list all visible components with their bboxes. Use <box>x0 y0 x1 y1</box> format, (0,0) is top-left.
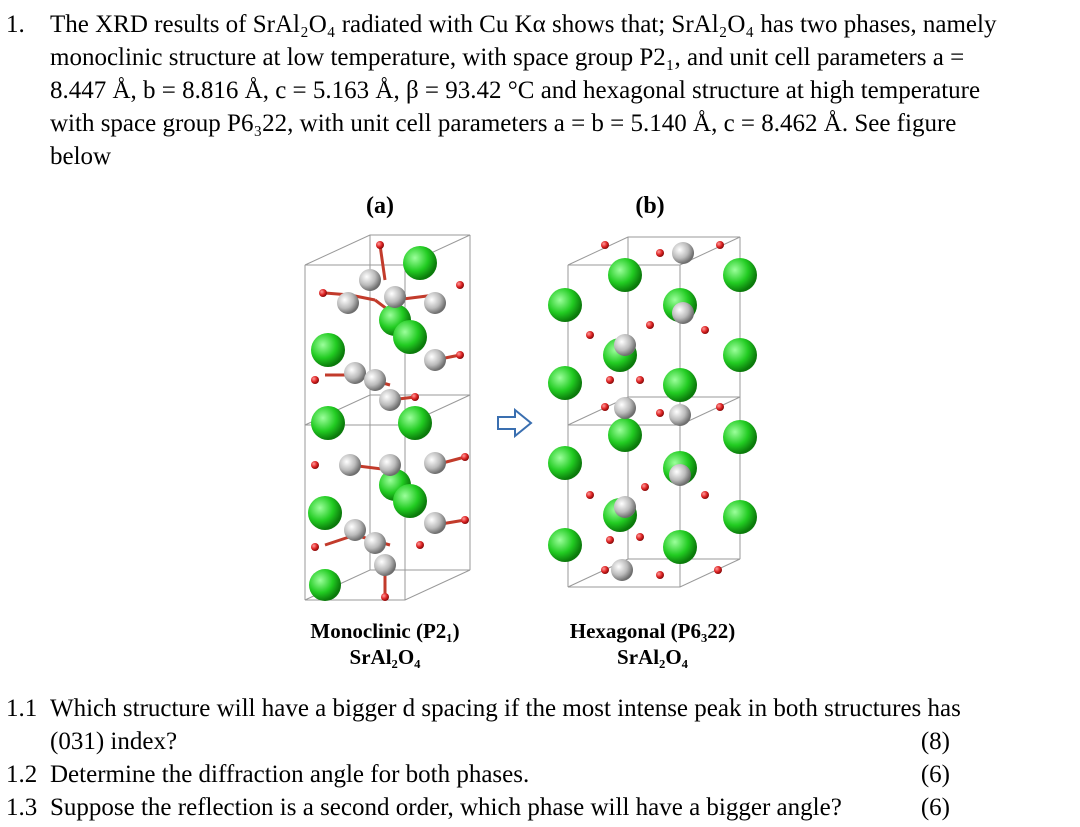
question-line-3: 8.447 Å, b = 8.816 Å, c = 5.163 Å, β = 9… <box>50 77 981 104</box>
caption-monoclinic: Monoclinic (P2₁) SrAl₂O₄ <box>280 618 490 670</box>
question-line-5: below <box>50 143 112 170</box>
question-line-4: with space group P6₃22, with unit cell p… <box>50 110 957 137</box>
subquestion-2-marks: (6) <box>920 761 950 788</box>
caption-hexagonal: Hexagonal (P6₃22) SrAl₂O₄ <box>540 618 765 670</box>
question-line-2: monoclinic structure at low temperature,… <box>50 44 965 71</box>
monoclinic-structure-image <box>304 234 471 601</box>
hexagonal-structure-image <box>548 236 757 588</box>
question-line-1: The XRD results of SrAl₂O₄ radiated with… <box>50 11 997 38</box>
figure-label-a: (a) <box>366 193 394 219</box>
subquestion-3-marks: (6) <box>920 794 950 821</box>
figure-label-b: (b) <box>635 193 665 219</box>
caption-monoclinic-line2: SrAl₂O₄ <box>349 645 421 669</box>
caption-monoclinic-line1: Monoclinic (P2₁) <box>310 619 460 643</box>
subquestion-1-marks: (8) <box>920 728 950 755</box>
caption-hexagonal-line2: SrAl₂O₄ <box>617 645 688 669</box>
subquestion-1-text-continued: (031) index? <box>50 728 178 755</box>
subquestion-3-number: 1.3 <box>6 794 38 821</box>
subquestion-1-number: 1.1 <box>6 695 38 722</box>
subquestion-3-text: Suppose the reflection is a second order… <box>50 794 842 821</box>
subquestion-2-text: Determine the diffraction angle for both… <box>50 761 530 788</box>
caption-hexagonal-line1: Hexagonal (P6₃22) <box>569 619 736 643</box>
subquestion-1-text: Which structure will have a bigger d spa… <box>50 695 961 722</box>
question-number: 1. <box>6 11 25 38</box>
subquestion-2-number: 1.2 <box>6 761 38 788</box>
transition-arrow-icon <box>497 408 533 438</box>
